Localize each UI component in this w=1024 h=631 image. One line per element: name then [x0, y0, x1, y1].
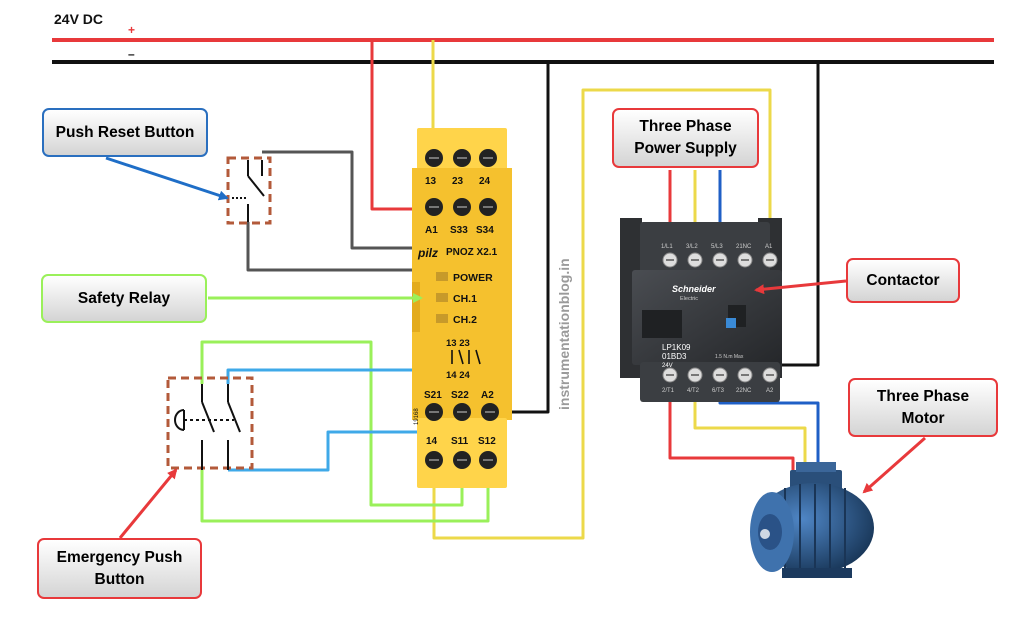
arrow-contactor: [754, 279, 847, 295]
label-three-phase-power-supply: Three Phase Power Supply: [612, 108, 759, 168]
wire-green-s12: [200, 460, 490, 523]
relay-terminal-a2: A2: [481, 390, 494, 401]
relay-terminal-s33: S33: [450, 225, 468, 236]
contactor-terminal-21nc: 21NC: [736, 244, 752, 250]
wire-yellow-contactor-a1: [432, 88, 772, 540]
supply-rails: 24V DC + –: [52, 11, 994, 64]
relay-terminal-s12: S12: [478, 436, 496, 447]
relay-bottom-screws-2: [425, 451, 497, 469]
contactor-rating: 1.5 N.m Max: [715, 354, 744, 360]
label-three-phase-motor: Three Phase Motor: [848, 378, 998, 437]
relay-terminal-a1: A1: [425, 225, 438, 236]
emergency-button: [166, 376, 254, 470]
contactor-device: 1/L1 3/L2 5/L3 21NC A1 Schneider Electri…: [620, 218, 782, 402]
minus-sign: –: [128, 47, 135, 61]
label-contactor: Contactor: [846, 258, 960, 303]
wire-motor-t1: [668, 378, 795, 478]
safety-relay: 13 23 24 A1 S33 S34 pilz PNOZ X2.1 POWER…: [412, 128, 512, 488]
contactor-model-2: 01BD3: [662, 352, 687, 361]
relay-terminal-s11: S11: [451, 436, 469, 447]
contactor-terminal-t2: 4/T2: [687, 388, 700, 394]
contactor-terminal-l2: 3/L2: [686, 244, 698, 250]
wire-green-s11: [200, 340, 464, 507]
contactor-terminal-22nc: 22NC: [736, 388, 752, 394]
relay-terminal-14: 14: [426, 436, 438, 447]
relay-terminal-13: 13: [425, 176, 437, 187]
contactor-terminal-a1: A1: [765, 244, 773, 250]
contactor-voltage: 24V: [662, 363, 673, 369]
relay-terminal-s21: S21: [424, 390, 442, 401]
motor-device: [750, 462, 874, 578]
contactor-terminal-t1: 2/T1: [662, 388, 675, 394]
relay-contact-top: 13 23: [446, 338, 470, 349]
contactor-bottom-screws: [662, 367, 778, 383]
wire-contactor-a2-negative: [772, 62, 820, 367]
relay-bottom-screws-1: [425, 403, 499, 421]
contactor-sub-brand: Electric: [680, 296, 698, 302]
relay-contact-bottom: 14 24: [446, 370, 470, 381]
relay-terminal-s34: S34: [476, 225, 494, 236]
label-safety-relay: Safety Relay: [41, 274, 207, 323]
contactor-terminal-l1: 1/L1: [661, 244, 673, 250]
label-push-reset-button: Push Reset Button: [42, 108, 208, 157]
contactor-terminal-l3: 5/L3: [711, 244, 723, 250]
relay-brand: pilz: [417, 246, 438, 260]
contactor-model-1: LP1K09: [662, 343, 691, 352]
wire-motor-t2: [693, 378, 807, 478]
reset-button: [226, 156, 272, 225]
watermark: instrumentationblog.in: [556, 258, 572, 410]
led-ch2-label: CH.2: [453, 314, 477, 326]
led-ch1-label: CH.1: [453, 293, 477, 305]
supply-label: 24V DC: [54, 11, 103, 27]
relay-top-screws: [425, 149, 497, 167]
arrow-reset: [105, 156, 229, 201]
relay-terminal-23: 23: [452, 176, 464, 187]
contactor-terminal-t3: 6/T3: [712, 388, 725, 394]
label-emergency-push-button: Emergency Push Button: [37, 538, 202, 599]
plus-sign: +: [128, 23, 135, 37]
relay-serial: 19168: [414, 408, 420, 425]
relay-mid-screws: [425, 198, 497, 216]
relay-terminal-24: 24: [479, 176, 491, 187]
arrow-emergency: [118, 468, 178, 539]
contactor-terminal-a2: A2: [766, 388, 774, 394]
contactor-brand: Schneider: [672, 284, 716, 294]
relay-terminal-s22: S22: [451, 390, 469, 401]
contactor-top-screws: [662, 252, 778, 268]
wire-blue-s21: [228, 412, 434, 472]
pointer-arrows: [105, 156, 926, 539]
relay-model: PNOZ X2.1: [446, 247, 498, 258]
led-power-label: POWER: [453, 272, 493, 284]
arrow-motor: [862, 436, 926, 494]
